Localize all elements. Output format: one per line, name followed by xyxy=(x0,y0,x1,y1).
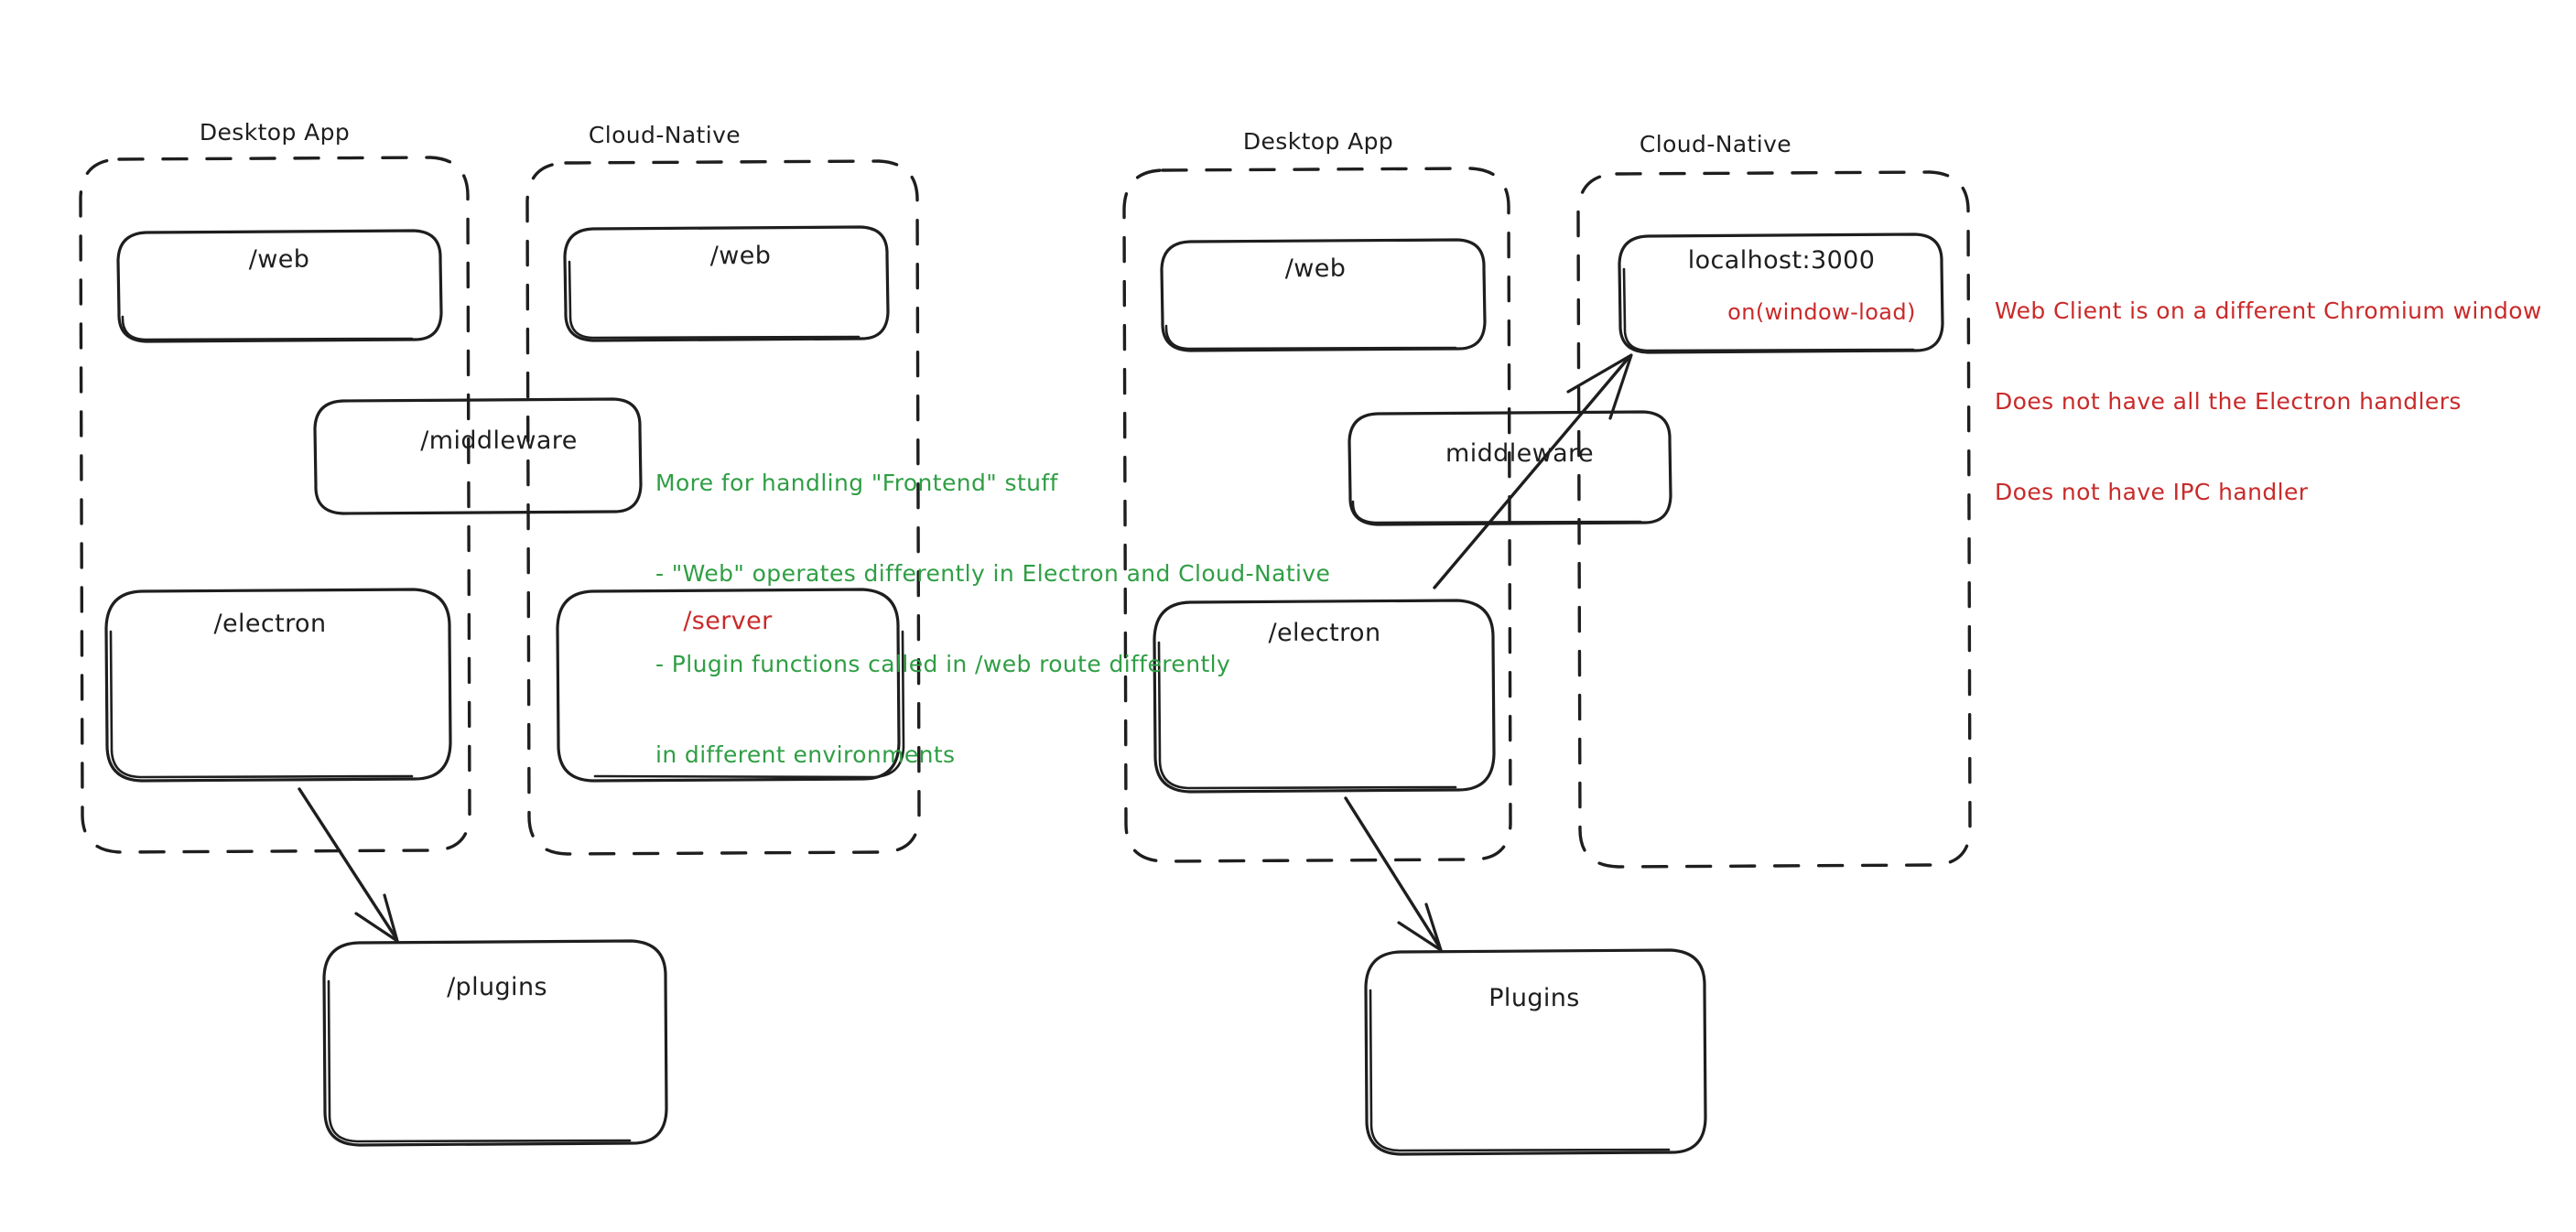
left-middleware-box xyxy=(313,397,643,515)
right-desktop-web-box-label: /web xyxy=(1284,254,1347,283)
right-desktop-web-box-overstroke xyxy=(1164,324,1457,351)
right-cloud-localhost-box-label: localhost:3000 xyxy=(1687,246,1876,275)
right-middleware-box-overstroke xyxy=(1351,500,1642,524)
left-desktop-web-box-overstroke xyxy=(121,315,414,341)
right-plugins-box-overstroke xyxy=(1369,989,1671,1152)
left-cloud-native-group-label: Cloud-Native xyxy=(588,122,741,148)
right-cloud-native-group-border xyxy=(1576,170,1972,869)
right-electron-to-plugins-arrow-head xyxy=(1397,902,1443,952)
right-note-line-1: Web Client is on a different Chromium wi… xyxy=(1995,297,2542,324)
right-note-line-2: Does not have all the Electron handlers xyxy=(1995,388,2462,415)
left-plugins-box xyxy=(322,939,668,1147)
right-cloud-native-group-label: Cloud-Native xyxy=(1639,131,1792,157)
right-middleware-box xyxy=(1348,410,1672,526)
right-plugins-box xyxy=(1364,948,1707,1156)
left-cloud-web-box-label: /web xyxy=(709,242,772,270)
right-desktop-electron-box-label: /electron xyxy=(1268,619,1381,647)
right-note-line-3: Does not have IPC handler xyxy=(1995,479,2309,505)
right-note-red: Web Client is on a different Chromium wi… xyxy=(1995,235,2542,567)
left-note-green: More for handling "Frontend" stuff - "We… xyxy=(655,407,1330,830)
right-cloud-localhost-box-sublabel: on(window-load) xyxy=(1727,299,1916,325)
right-electron-to-plugins-arrow-line xyxy=(1344,796,1441,948)
right-middleware-box-label: middleware xyxy=(1445,439,1594,468)
left-electron-to-plugins-arrow-line xyxy=(298,787,397,939)
right-desktop-app-group-label: Desktop App xyxy=(1242,128,1394,155)
left-note-line-4: in different environments xyxy=(655,741,956,768)
left-note-line-1: More for handling "Frontend" stuff xyxy=(655,470,1058,496)
left-cloud-server-box-label: /server xyxy=(683,607,773,635)
left-desktop-app-group-label: Desktop App xyxy=(199,119,351,146)
left-desktop-electron-box-overstroke xyxy=(109,630,414,779)
left-note-line-2: - "Web" operates differently in Electron… xyxy=(655,560,1331,587)
left-desktop-web-box-label: /web xyxy=(248,245,310,274)
left-cloud-web-box-overstroke xyxy=(568,260,860,340)
left-electron-to-plugins-arrow-head xyxy=(354,893,399,943)
left-desktop-electron-box-label: /electron xyxy=(213,610,327,638)
right-plugins-box-label: Plugins xyxy=(1488,984,1580,1012)
left-plugins-box-label: /plugins xyxy=(447,973,547,1001)
electron-to-localhost-arrow-line xyxy=(1433,356,1630,589)
left-note-line-3: - Plugin functions called in /web route … xyxy=(655,651,1231,677)
left-middleware-box-label: /middleware xyxy=(420,427,578,455)
left-plugins-box-overstroke xyxy=(327,979,632,1143)
electron-to-localhost-arrow-head xyxy=(1566,353,1633,420)
